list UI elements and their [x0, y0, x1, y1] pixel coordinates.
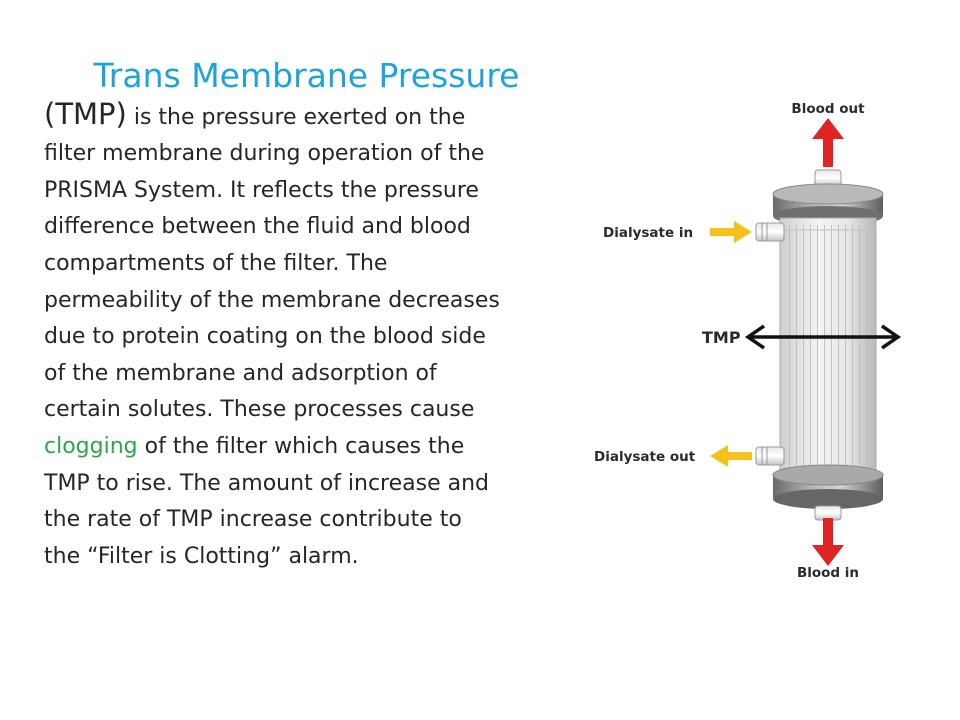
hemofilter-diagram: Blood out Blood in [594, 101, 902, 581]
label-blood-in: Blood in [797, 565, 859, 581]
tmp-double-arrow [744, 324, 902, 350]
dialysate-in-port [755, 222, 785, 242]
label-blood-out: Blood out [791, 101, 865, 117]
body-line: permeability of the membrane decreases [44, 287, 500, 313]
filter-body [779, 217, 877, 481]
body-line: compartments of the filter. The [44, 250, 388, 276]
body-line: difference between the fluid and blood [44, 214, 471, 240]
body-paragraph: (TMP) is the pressure exerted on the fil… [44, 96, 604, 576]
tmp-abbreviation: (TMP) [44, 96, 127, 131]
body-line: the “Filter is Clotting” alarm. [44, 543, 359, 569]
label-tmp: TMP [702, 328, 741, 347]
body-line: PRISMA System. It reflects the pressure [44, 177, 479, 203]
label-dialysate-out: Dialysate out [594, 449, 696, 465]
slide-title: Trans Membrane Pressure [93, 56, 520, 95]
body-line: the rate of TMP increase contribute to [44, 507, 462, 533]
bottom-cap [772, 464, 884, 509]
dialysate-out-port [755, 446, 785, 466]
blood-out-arrow [812, 118, 844, 167]
body-line: filter membrane during operation of the [44, 141, 485, 167]
label-dialysate-in: Dialysate in [603, 225, 693, 241]
top-cap [772, 183, 884, 226]
body-line: is the pressure exerted on the [126, 104, 466, 130]
clogging-highlight: clogging [44, 433, 138, 459]
blood-in-arrow [812, 518, 844, 566]
body-line: of the filter which causes the [137, 433, 465, 459]
body-line: due to protein coating on the blood side [44, 324, 486, 350]
dialysate-out-arrow [710, 445, 752, 467]
text-block: Trans Membrane Pressure (TMP) is the pre… [44, 52, 604, 575]
body-line: of the membrane and adsorption of [44, 360, 437, 386]
dialysate-in-arrow [710, 221, 752, 243]
body-line: certain solutes. These processes cause [44, 397, 475, 423]
bottom-port [814, 505, 842, 521]
body-line: TMP to rise. The amount of increase and [44, 470, 489, 496]
